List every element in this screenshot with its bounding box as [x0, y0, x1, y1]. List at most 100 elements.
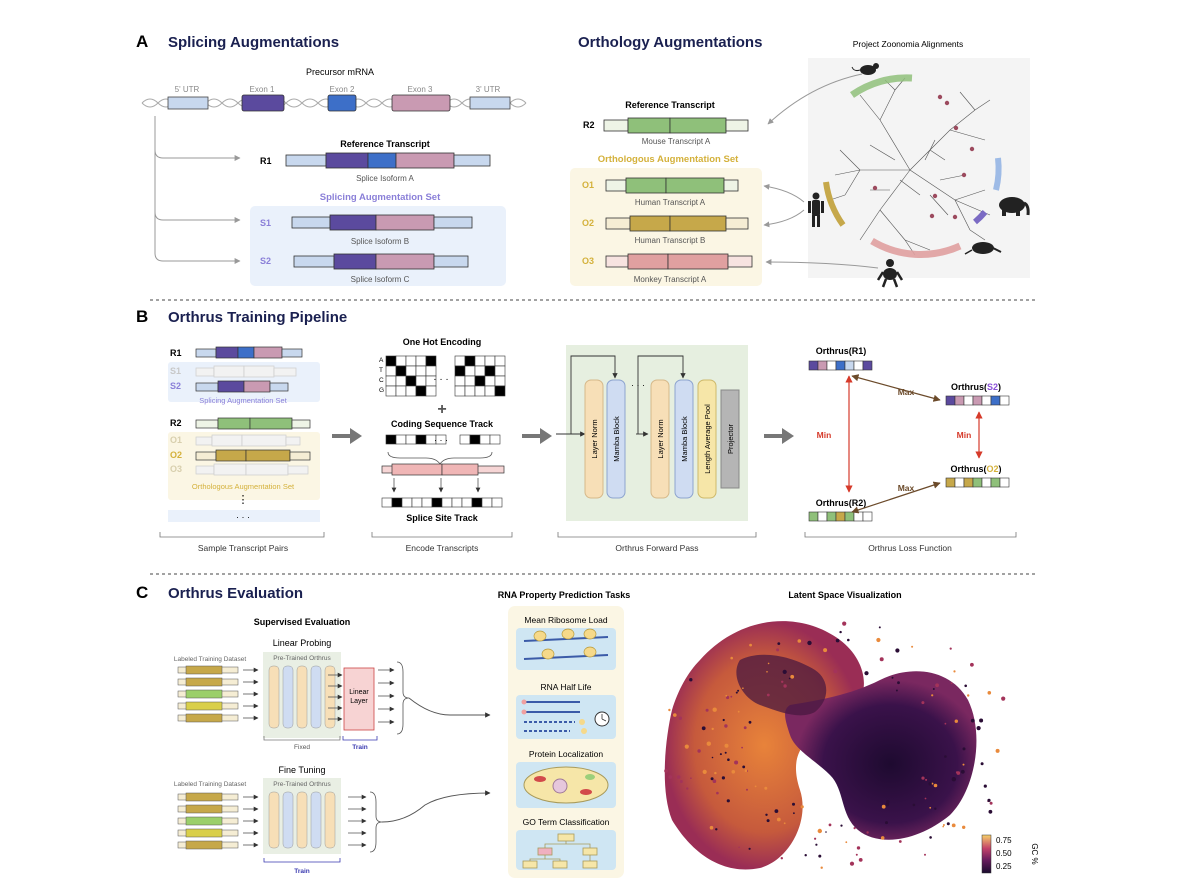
one-hot-cell	[454, 375, 466, 387]
armadillo-icon	[964, 242, 1002, 255]
umap-speck	[895, 648, 900, 653]
umap-speck	[931, 782, 934, 785]
middle-arrows-1	[328, 672, 343, 722]
precursor-5utr	[167, 96, 209, 110]
umap-plot	[664, 621, 1006, 870]
umap-speck	[885, 821, 888, 825]
umap-speck	[820, 866, 823, 869]
embedding-cell	[954, 395, 965, 406]
umap-speck	[967, 694, 970, 697]
umap-speck	[766, 819, 770, 823]
umap-speck	[935, 683, 939, 688]
colorbar-tick-high: 0.75	[996, 836, 1012, 845]
panel-c-letter: C	[136, 583, 148, 602]
panel-b-letter: B	[136, 307, 148, 326]
umap-speck	[726, 695, 730, 700]
one-hot-title: One Hot Encoding	[403, 337, 482, 347]
track-cell	[401, 497, 413, 508]
labeled-dataset-2: Labeled Training Dataset	[174, 781, 246, 788]
embedding-cell	[999, 477, 1010, 488]
umap-speck	[725, 694, 728, 697]
umap-speck	[911, 645, 914, 648]
umap-speck	[715, 828, 718, 831]
umap-speck	[950, 682, 953, 685]
umap-speck	[847, 638, 850, 642]
dataset-cds	[185, 828, 223, 838]
track-cell	[441, 497, 453, 508]
output-arrows-1	[378, 667, 395, 725]
umap-speck	[731, 770, 736, 774]
label-mamba-block-1: Mamba Block	[612, 416, 621, 462]
umap-speck	[839, 630, 842, 634]
track-cell	[451, 497, 463, 508]
umap-speck	[712, 707, 717, 712]
pretrained-label-2: Pre-Trained Orthrus	[273, 781, 331, 788]
loss-o2-id: O2	[986, 464, 998, 474]
umap-speck	[987, 798, 991, 803]
panel-b: B Orthrus Training Pipeline R1 S1 S2 R2 …	[136, 307, 1017, 553]
b-r1-label: R1	[170, 348, 182, 358]
max-label-top: Max	[898, 387, 915, 397]
umap-speck	[668, 708, 671, 712]
label-length-average-pool: Length Average Pool	[703, 404, 712, 474]
one-hot-cell	[454, 385, 466, 397]
fixed-label: Fixed	[294, 744, 310, 751]
umap-speck	[734, 760, 739, 765]
b-extra-box	[168, 510, 320, 522]
mrl-icon	[516, 628, 616, 670]
b-o2-label: O2	[170, 450, 182, 460]
input-arrows-2	[243, 794, 259, 848]
labeled-dataset-1: Labeled Training Dataset	[174, 656, 246, 663]
umap-speck	[706, 741, 711, 746]
umap-speck	[705, 708, 709, 712]
umap-speck	[864, 671, 869, 676]
umap-speck	[726, 799, 730, 803]
b-r1-transcript	[195, 346, 303, 359]
umap-speck	[724, 743, 729, 748]
precursor-exon3	[391, 94, 451, 112]
b-ellipsis: · · ·	[236, 512, 250, 522]
umap-speck	[962, 763, 965, 766]
embedding-cell	[862, 511, 873, 522]
umap-speck	[979, 718, 984, 723]
track-cell	[405, 434, 417, 445]
one-hot-cell	[494, 355, 506, 367]
one-hot-cell	[415, 375, 427, 387]
dataset-cds	[185, 677, 223, 687]
umap-speck	[964, 684, 967, 688]
one-hot-cell	[385, 375, 397, 387]
umap-speck	[912, 803, 916, 807]
embedding-cell	[954, 477, 965, 488]
b-arrow-2	[522, 428, 552, 444]
umap-speck	[774, 809, 779, 813]
colorbar-tick-low: 0.25	[996, 862, 1012, 871]
track-cell	[459, 434, 471, 445]
one-hot-matrix-left	[385, 355, 437, 397]
encoder-block	[324, 791, 336, 849]
embedding-cell	[972, 477, 983, 488]
umap-speck	[797, 639, 802, 643]
one-hot-cell	[395, 355, 407, 367]
task-label-localization: Protein Localization	[529, 749, 603, 759]
tree-nodes	[872, 94, 975, 220]
umap-speck	[741, 746, 743, 749]
embedding-cell	[817, 511, 828, 522]
one-hot-cell	[494, 375, 506, 387]
max-arrow-bottom	[851, 481, 941, 514]
track-cell	[461, 497, 473, 508]
region-exon2: Exon 2	[330, 85, 355, 94]
umap-speck	[954, 719, 958, 723]
umap-speck	[664, 769, 668, 773]
reference-title-a: Reference Transcript	[340, 139, 430, 149]
umap-speck	[793, 812, 795, 815]
umap-speck	[924, 797, 927, 800]
loss-s2-id: S2	[987, 382, 998, 392]
umap-speck	[925, 778, 928, 781]
colorbar-ticks: 0.75 0.50 0.25	[996, 836, 1012, 871]
umap-speck	[962, 825, 966, 829]
umap-speck	[766, 671, 768, 673]
clade-monkey	[870, 237, 962, 258]
latent-title: Latent Space Visualization	[788, 590, 901, 600]
umap-speck	[724, 724, 728, 728]
orthology-arrows	[763, 73, 879, 269]
